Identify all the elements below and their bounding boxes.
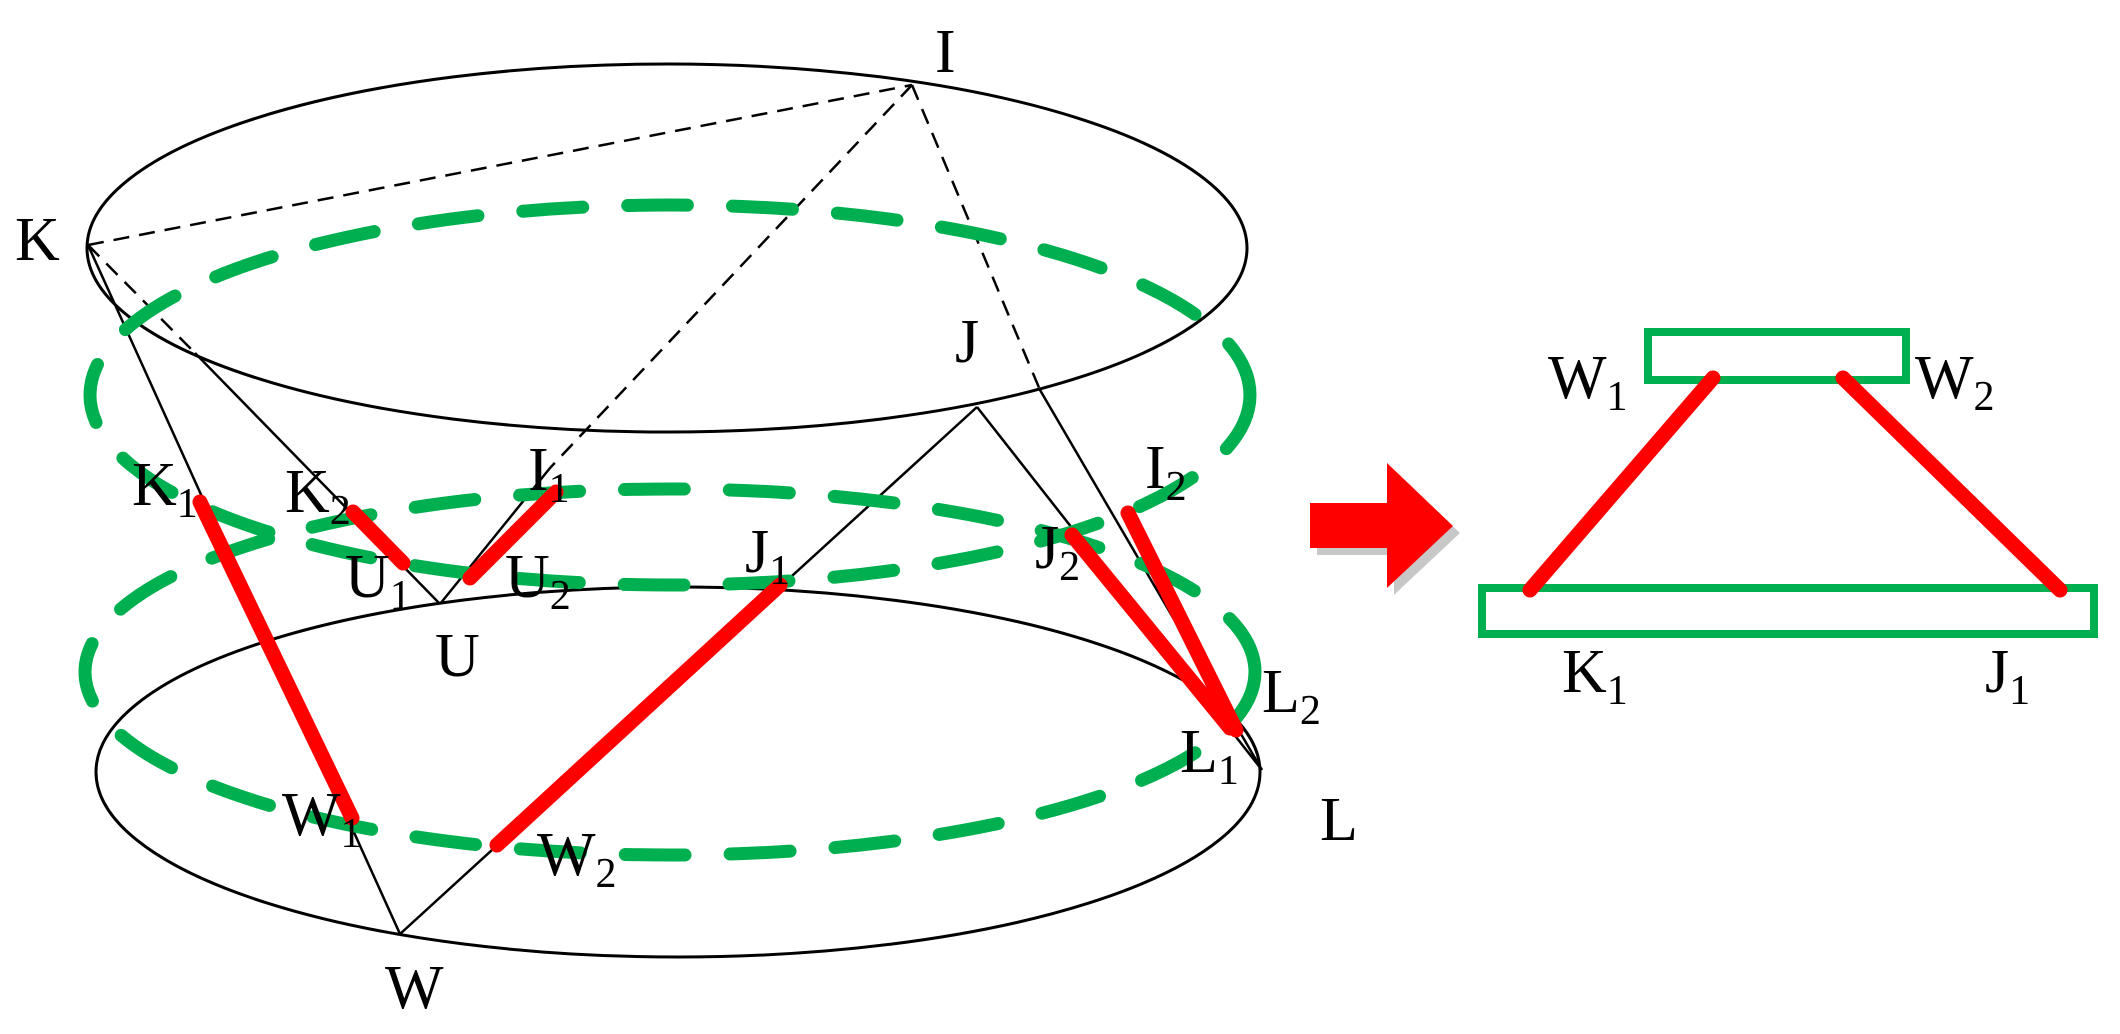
label-k2: K2 (285, 458, 351, 534)
label-right-j1: J1 (1985, 638, 2030, 714)
right-arrow-icon (1310, 463, 1460, 595)
top-ellipse (85, 62, 1249, 434)
label-w: W (385, 954, 444, 1022)
label-i1: I1 (528, 436, 570, 512)
label-l1: L1 (1180, 718, 1239, 794)
label-right-k1: K1 (1562, 638, 1628, 714)
green-dashed-ellipse-top (83, 198, 1257, 592)
label-w2: W2 (537, 821, 617, 897)
red-segment-j2-l1 (1064, 527, 1238, 736)
label-i: I (935, 18, 956, 86)
label-l2: L2 (1262, 658, 1321, 734)
green-rect-bottom (1478, 584, 2098, 638)
green-rect-top (1644, 328, 1910, 384)
red-segment-w1-k1 (1522, 370, 1721, 598)
label-k1: K1 (132, 451, 198, 527)
label-j1: J1 (745, 518, 790, 594)
label-u: U (435, 622, 480, 690)
left-diagram: I K J U W L K1 K2 I1 U1 U2 J1 I2 J2 L2 L… (15, 18, 1358, 1022)
label-j: J (955, 308, 979, 376)
red-segment-k1-w1 (192, 494, 360, 826)
red-segment-j1-w2 (489, 577, 788, 853)
label-k: K (15, 206, 60, 274)
right-diagram: W1 W2 K1 J1 (1478, 328, 2098, 714)
red-segment-i1-u2 (462, 484, 564, 586)
label-i2: I2 (1145, 434, 1187, 510)
green-dashed-ellipse-bottom (78, 482, 1262, 862)
dashed-edge-k-i (87, 83, 913, 247)
label-right-w1: W1 (1548, 344, 1628, 420)
label-right-w2: W2 (1915, 344, 1995, 420)
red-segment-k2-u1 (345, 504, 411, 571)
label-j2: J2 (1035, 514, 1080, 590)
label-l: L (1320, 786, 1358, 854)
red-segment-i2-l1 (1120, 505, 1244, 738)
label-u1: U1 (345, 543, 411, 619)
label-u2: U2 (505, 543, 571, 619)
label-w1: W1 (282, 781, 362, 857)
dashed-edge-i-i1 (549, 84, 913, 469)
red-segment-w2-j1 (1835, 370, 2068, 598)
